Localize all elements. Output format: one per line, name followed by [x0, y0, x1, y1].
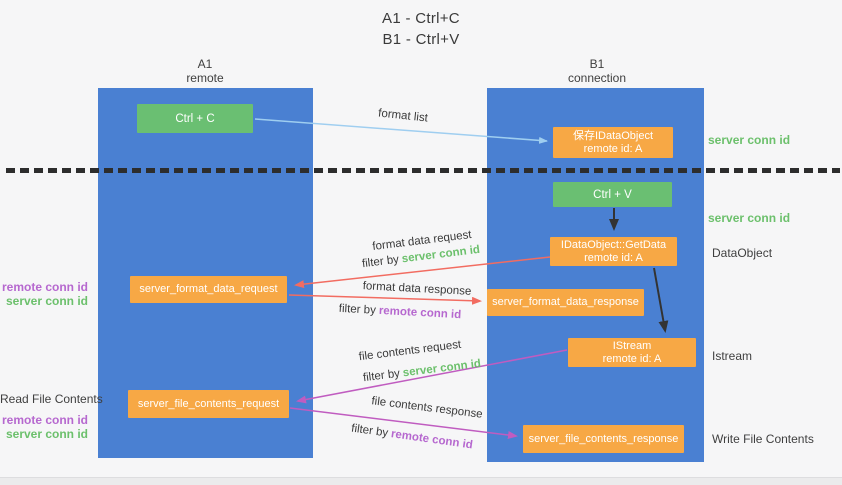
right-istream-label: Istream — [712, 349, 753, 363]
lane-a1-id: A1 — [197, 57, 213, 71]
filter-by-text: filter by — [362, 367, 401, 385]
save-dataobject-line1: 保存IDataObject — [572, 129, 654, 142]
filter-by-text: filter by — [361, 253, 400, 271]
file-contents-response-label: file contents response — [370, 395, 484, 421]
ctrl-v-label: Ctrl + V — [593, 188, 632, 201]
format-data-response-label: format data response — [362, 280, 472, 298]
getdata-box: IDataObject::GetData remote id: A — [550, 237, 677, 266]
save-dataobject-box: 保存IDataObject remote id: A — [553, 127, 673, 158]
lane-b1-header: B1 connection — [537, 57, 657, 85]
remote-conn-id-text: remote conn id — [390, 428, 474, 452]
window-bottom-edge — [0, 477, 842, 485]
left-read-file-contents: Read File Contents — [0, 392, 103, 406]
getdata-line2: remote id: A — [584, 251, 643, 264]
right-write-file-contents-label: Write File Contents — [712, 432, 814, 446]
server-file-contents-response-box: server_file_contents_response — [523, 425, 684, 453]
section-divider — [6, 168, 840, 173]
filter-by-text: filter by — [350, 422, 389, 440]
left-conn-id-block-top: remote conn id server conn id — [0, 280, 88, 308]
server-format-data-request-label: server_format_data_request — [139, 283, 278, 295]
server-file-contents-response-label: server_file_contents_response — [528, 432, 679, 445]
server-format-data-response-label: server_format_data_response — [492, 296, 639, 308]
filter-by-text: filter by — [338, 302, 377, 317]
format-list-label: format list — [377, 107, 429, 125]
file-contents-request-label: file contents request — [358, 338, 462, 364]
left-conn-id-block-bottom: remote conn id server conn id — [0, 413, 88, 441]
left-server-conn-id-2: server conn id — [5, 427, 88, 441]
left-server-conn-id-1: server conn id — [5, 294, 88, 308]
server-file-contents-request-label: server_file_contents_request — [137, 397, 280, 410]
istream-line1: IStream — [612, 339, 652, 352]
ctrl-c-label: Ctrl + C — [175, 112, 215, 125]
left-remote-conn-id-2: remote conn id — [1, 413, 88, 427]
server-conn-id-text: server conn id — [402, 357, 482, 380]
server-format-data-response-box: server_format_data_response — [487, 289, 644, 316]
save-dataobject-line2: remote id: A — [583, 142, 643, 155]
remote-conn-id-text: remote conn id — [378, 304, 462, 322]
lane-a1-header: A1 remote — [145, 57, 265, 85]
diagram-title: A1 - Ctrl+C B1 - Ctrl+V — [0, 8, 842, 50]
getdata-line1: IDataObject::GetData — [560, 238, 667, 251]
lane-a1-role: remote — [186, 71, 224, 85]
read-file-contents-label: Read File Contents — [0, 392, 103, 406]
lane-b1-id: B1 — [589, 57, 605, 71]
ctrl-c-box: Ctrl + C — [137, 104, 253, 133]
istream-box: IStream remote id: A — [568, 338, 696, 367]
server-file-contents-request-box: server_file_contents_request — [128, 390, 289, 418]
right-dataobject-label: DataObject — [712, 246, 773, 260]
ctrl-v-box: Ctrl + V — [553, 182, 672, 207]
lane-b1-role: connection — [567, 71, 627, 85]
server-format-data-request-box: server_format_data_request — [130, 276, 287, 303]
istream-line2: remote id: A — [602, 352, 662, 365]
title-line-1: A1 - Ctrl+C — [382, 10, 460, 27]
right-server-conn-id-2: server conn id — [708, 211, 791, 225]
right-server-conn-id-1: server conn id — [708, 133, 791, 147]
left-remote-conn-id-1: remote conn id — [1, 280, 88, 294]
filter-by-remote-conn-id-label-2: filter byremote conn id — [351, 423, 474, 452]
title-line-2: B1 - Ctrl+V — [382, 31, 460, 48]
